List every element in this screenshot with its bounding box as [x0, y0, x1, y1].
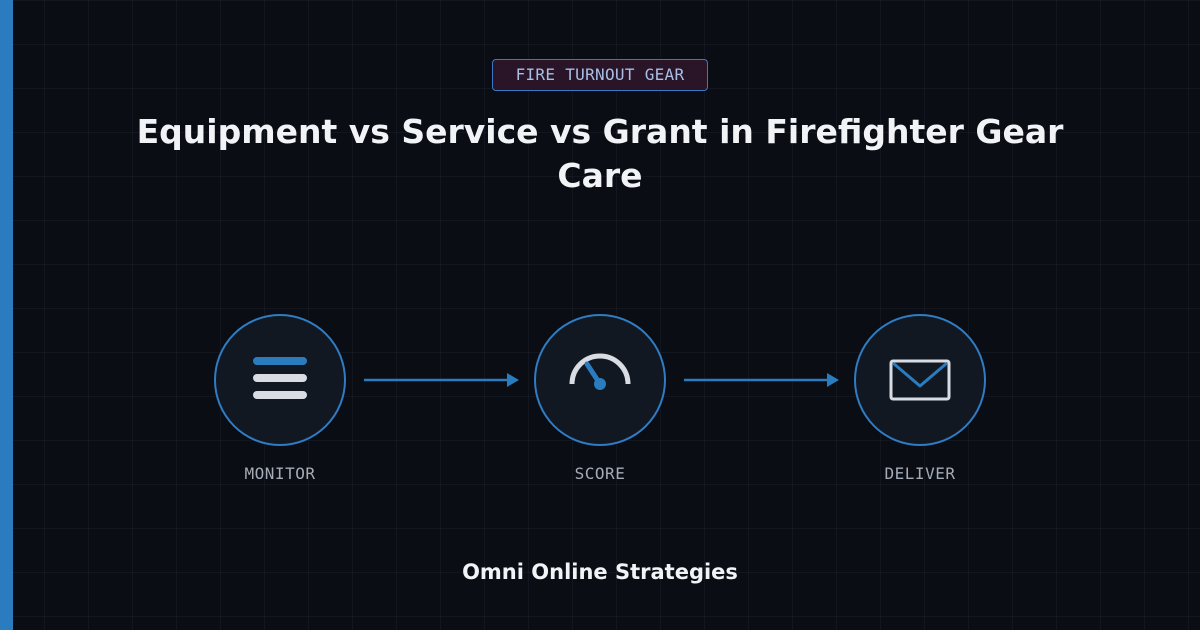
brand-footer: Omni Online Strategies — [462, 560, 738, 584]
page-title: Equipment vs Service vs Grant in Firefig… — [136, 112, 1064, 195]
step-node-deliver — [854, 314, 986, 446]
envelope-icon — [889, 359, 951, 401]
step-label-monitor: MONITOR — [244, 464, 316, 483]
gauge-icon — [569, 353, 631, 390]
step-node-monitor — [214, 314, 346, 446]
step-node-score — [534, 314, 666, 446]
list-icon — [253, 357, 307, 399]
arrow-monitor-to-score — [364, 373, 519, 387]
accent-bar — [0, 0, 13, 630]
category-tag: FIRE TURNOUT GEAR — [492, 59, 708, 91]
step-label-score: SCORE — [574, 464, 626, 483]
arrow-score-to-deliver — [684, 373, 839, 387]
step-label-deliver: DELIVER — [884, 464, 956, 483]
